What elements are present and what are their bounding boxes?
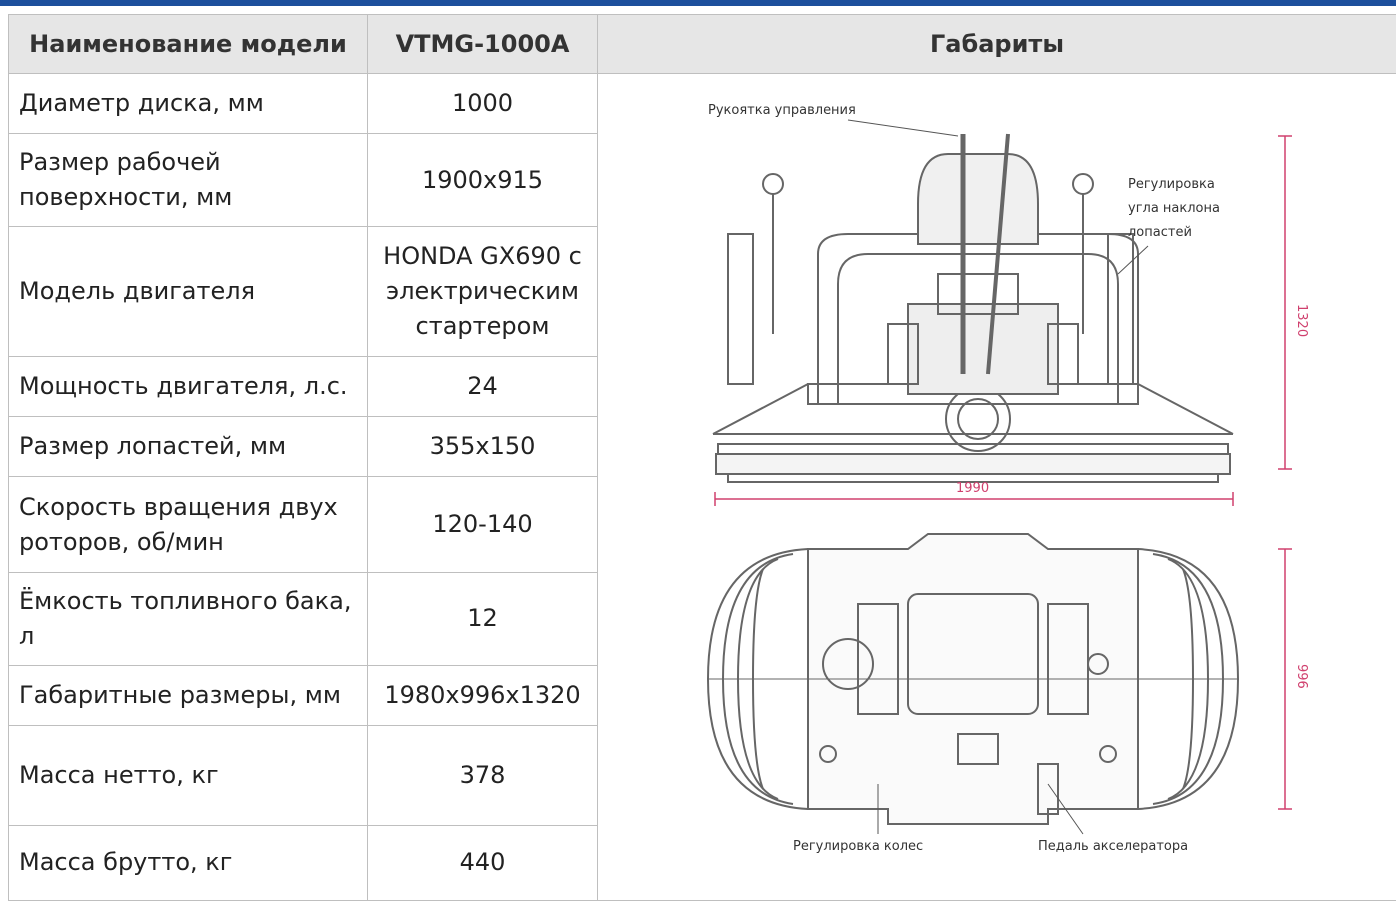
row-param: Мощность двигателя, л.с.	[9, 357, 368, 417]
table-header-row: Наименование модели VTMG-1000A Габариты	[9, 15, 1396, 74]
header-model-value: VTMG-1000A	[368, 15, 598, 74]
row-value: 440	[368, 825, 598, 900]
top-accent-bar	[0, 0, 1396, 6]
header-dimensions: Габариты	[598, 15, 1396, 74]
row-value: 1900x915	[368, 134, 598, 227]
header-model-name: Наименование модели	[9, 15, 368, 74]
row-value: 120-140	[368, 477, 598, 572]
row-param: Масса брутто, кг	[9, 825, 368, 900]
dimension-width-label: 1990	[956, 481, 989, 496]
row-param: Модель двигателя	[9, 227, 368, 357]
row-value: 1000	[368, 74, 598, 134]
row-param: Габаритные размеры, мм	[9, 665, 368, 725]
label-control-handle: Рукоятка управления	[708, 103, 856, 118]
label-tilt-line-3: лопастей	[1128, 225, 1192, 240]
row-param: Ёмкость топливного бака, л	[9, 572, 368, 665]
dimension-height-label: 1320	[1294, 304, 1309, 337]
top-view	[708, 534, 1238, 824]
row-param: Размер рабочей поверхности, мм	[9, 134, 368, 227]
leader-control-handle	[848, 120, 958, 136]
label-accelerator-pedal: Педаль акселератора	[1038, 839, 1188, 854]
dimension-lines-top	[1278, 549, 1292, 809]
label-tilt-line-2: угла наклона	[1128, 201, 1220, 216]
row-value: 378	[368, 725, 598, 825]
row-value: 12	[368, 572, 598, 665]
row-param: Размер лопастей, мм	[9, 417, 368, 477]
row-value: 24	[368, 357, 598, 417]
dimension-depth-label: 996	[1294, 664, 1309, 689]
label-wheel-adjustment: Регулировка колес	[793, 839, 923, 854]
row-value: HONDA GX690 с электрическим стартером	[368, 227, 598, 357]
row-param: Масса нетто, кг	[9, 725, 368, 825]
dimensions-drawing-cell: 1320 1990 Рукоятка управления Регулировк…	[598, 74, 1396, 901]
row-value: 1980x996x1320	[368, 665, 598, 725]
specifications-table: Наименование модели VTMG-1000A Габариты …	[8, 14, 1396, 901]
table-row: Диаметр диска, мм 1000	[9, 74, 1396, 134]
row-param: Скорость вращения двух роторов, об/мин	[9, 477, 368, 572]
label-tilt-line-1: Регулировка	[1128, 177, 1215, 192]
machine-dimensions-drawing: 1320 1990 Рукоятка управления Регулировк…	[608, 74, 1396, 890]
row-param: Диаметр диска, мм	[9, 74, 368, 134]
row-value: 355x150	[368, 417, 598, 477]
